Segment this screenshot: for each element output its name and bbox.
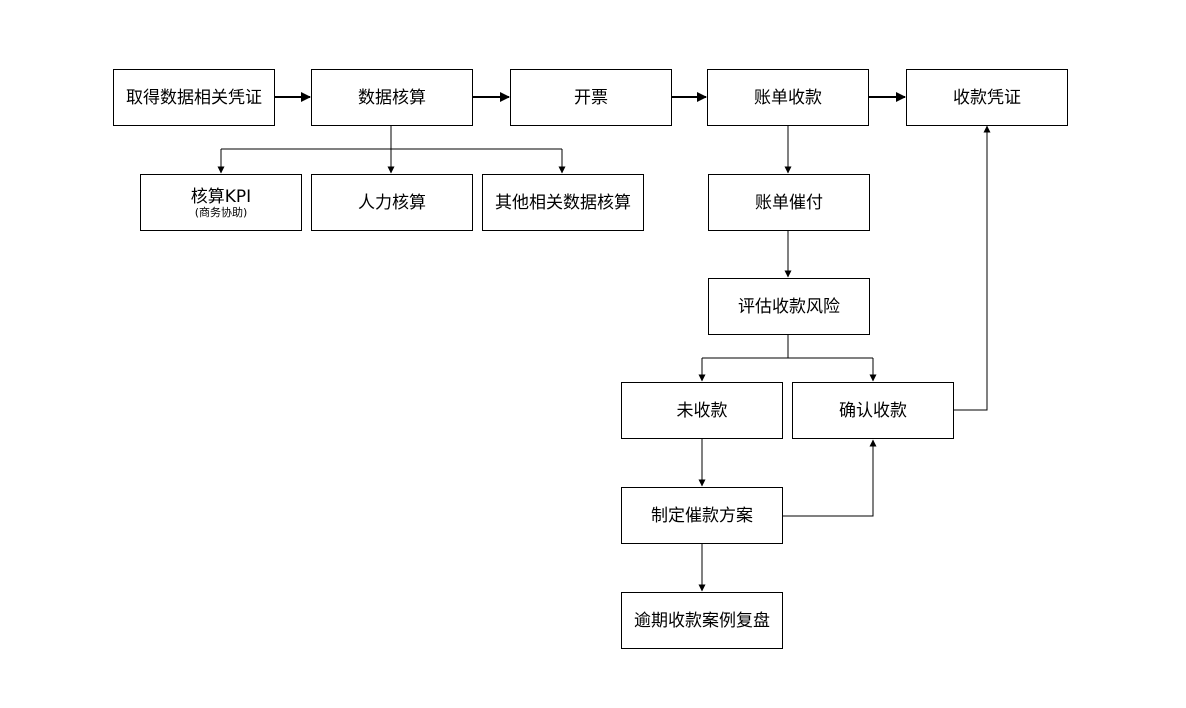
edge-n13-n12 (783, 439, 877, 517)
node-label: 确认收款 (839, 400, 907, 421)
node-payment-voucher: 收款凭证 (906, 69, 1068, 126)
edge-n12-n5 (954, 125, 991, 411)
node-label: 逾期收款案例复盘 (634, 610, 770, 631)
node-label: 人力核算 (358, 192, 426, 213)
node-bill-reminder: 账单催付 (708, 174, 870, 231)
node-overdue-review: 逾期收款案例复盘 (621, 592, 783, 649)
node-label: 开票 (574, 87, 608, 108)
edge-n10-split (698, 335, 877, 382)
node-label: 评估收款风险 (738, 296, 840, 317)
node-kpi-accounting: 核算KPI (商务协助) (140, 174, 302, 231)
node-risk-assessment: 评估收款风险 (708, 278, 870, 335)
node-get-data-vouchers: 取得数据相关凭证 (113, 69, 275, 126)
node-label: 核算KPI (190, 186, 252, 207)
node-unpaid: 未收款 (621, 382, 783, 439)
node-label: 账单收款 (754, 87, 822, 108)
node-data-accounting: 数据核算 (311, 69, 473, 126)
node-label: 未收款 (676, 400, 728, 421)
node-label: 其他相关数据核算 (495, 192, 631, 213)
node-hr-accounting: 人力核算 (311, 174, 473, 231)
node-invoicing: 开票 (510, 69, 672, 126)
node-label: 账单催付 (755, 192, 823, 213)
node-label: 数据核算 (358, 87, 426, 108)
edge-n2-children (217, 126, 566, 174)
node-confirm-payment: 确认收款 (792, 382, 954, 439)
node-sublabel: (商务协助) (194, 205, 248, 219)
node-label: 取得数据相关凭证 (126, 87, 262, 108)
node-collection-plan: 制定催款方案 (621, 487, 783, 544)
node-bill-collection: 账单收款 (707, 69, 869, 126)
node-label: 制定催款方案 (651, 505, 753, 526)
node-other-accounting: 其他相关数据核算 (482, 174, 644, 231)
node-label: 收款凭证 (953, 87, 1021, 108)
